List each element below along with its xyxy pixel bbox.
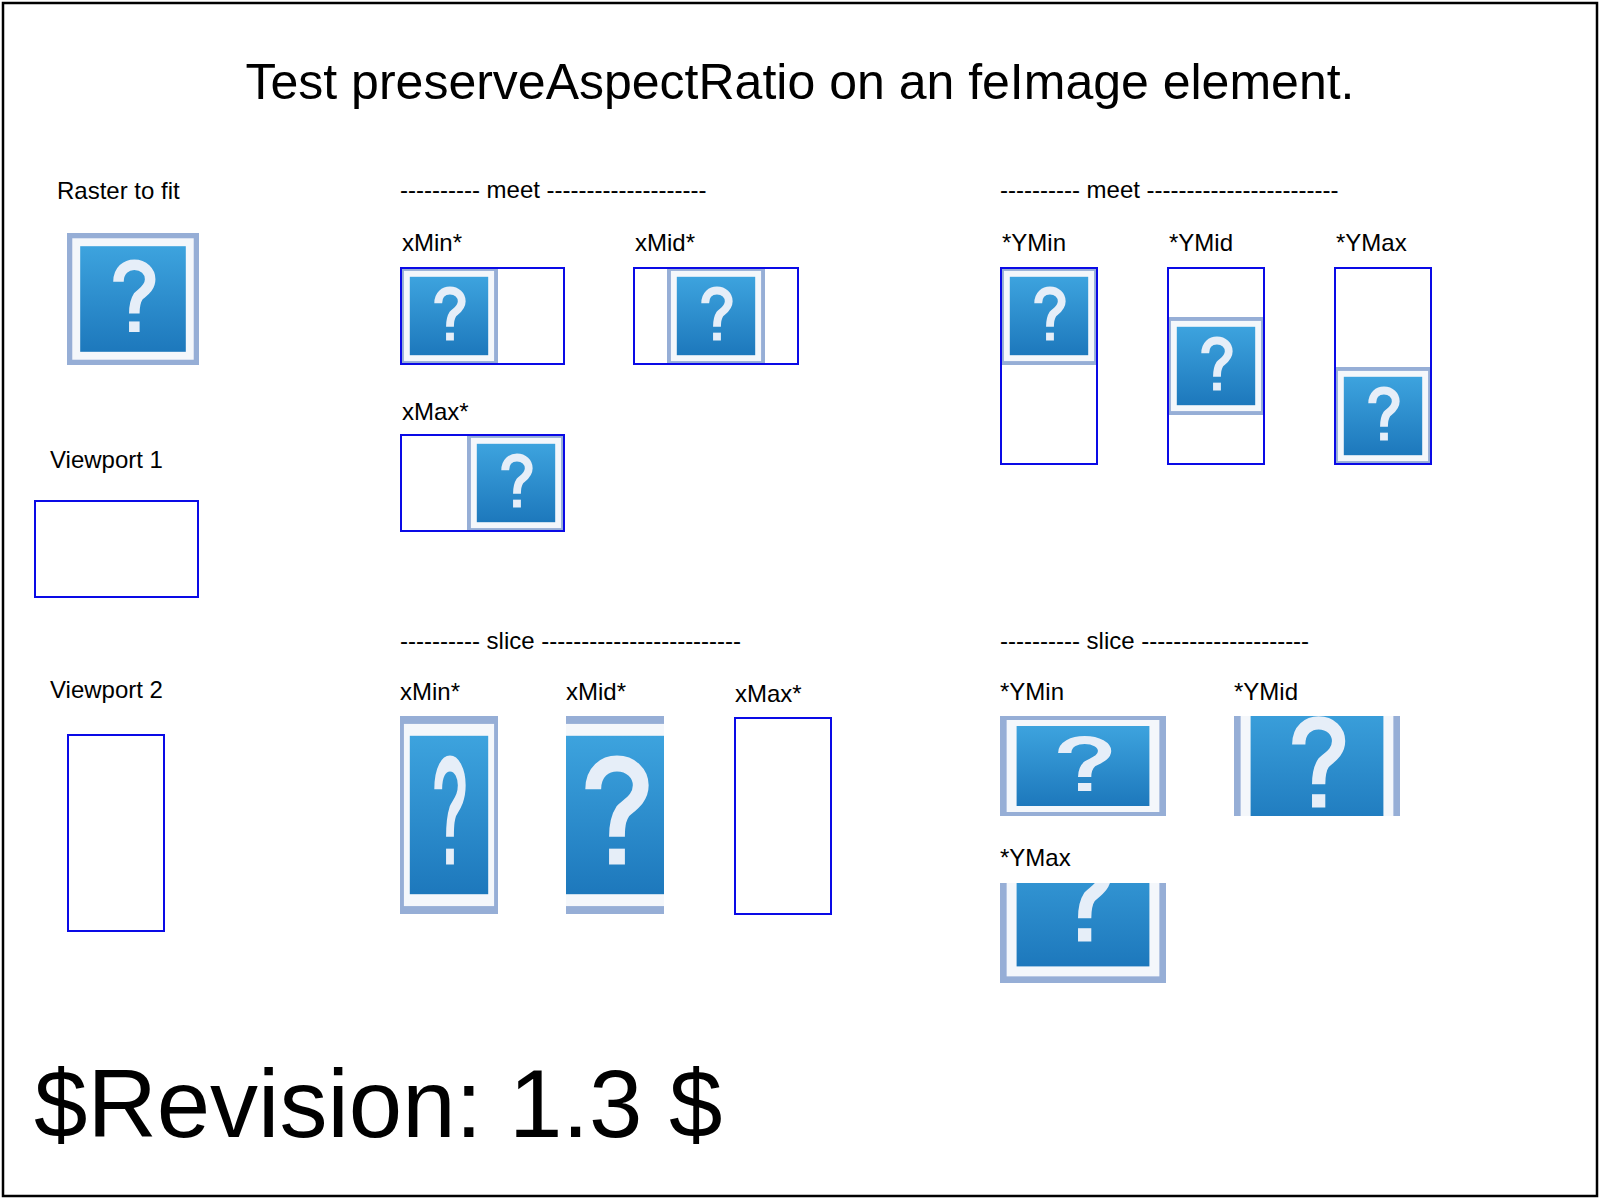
viewport-box: *YMax [1000,883,1166,983]
viewport-label: xMin* [402,231,462,255]
viewport-label: *YMin [1000,680,1064,704]
revision-stamp: $Revision: 1.3 $ [34,1056,722,1152]
raster-icon [1167,317,1265,415]
raster-icon [1334,367,1432,465]
viewport-label: xMid* [635,231,695,255]
viewport-box: xMid* [633,267,799,365]
viewport-label: *YMid [1234,680,1298,704]
raster-icon [1000,716,1166,816]
section-heading: ---------- meet ------------------------ [1000,178,1338,202]
raster-icon [400,267,498,365]
viewport-box: Viewport 1 [34,500,199,598]
viewport-label: Raster to fit [57,179,180,203]
page-title: Test preserveAspectRatio on an feImage e… [0,57,1600,107]
viewport-box: *YMin [1000,267,1098,465]
raster-icon [667,267,765,365]
viewport-label: *YMin [1002,231,1066,255]
viewport-label: xMax* [735,682,802,706]
raster-icon [1000,883,1166,983]
viewport-label: *YMax [1336,231,1407,255]
viewport-box: xMin* [400,716,498,914]
raster-icon [1000,267,1098,365]
viewport-label: Viewport 2 [50,678,163,702]
viewport-label: xMid* [566,680,626,704]
viewport-box: xMin* [400,267,565,365]
section-heading: ---------- slice --------------------- [1000,629,1309,653]
viewport-label: xMin* [400,680,460,704]
raster-icon [566,716,664,914]
raster-icon [1234,716,1400,816]
section-heading: ---------- slice -----------------------… [400,629,741,653]
viewport-label: xMax* [402,400,469,424]
viewport-box: *YMax [1334,267,1432,465]
viewport-box: xMax* [400,434,565,532]
viewport-label: Viewport 1 [50,448,163,472]
page-border [3,3,1597,1196]
viewport-label: *YMax [1000,846,1071,870]
viewport-box: xMid* [566,716,664,914]
viewport-label: *YMid [1169,231,1233,255]
viewport-box: *YMid [1167,267,1265,465]
raster-box: Raster to fit [67,233,199,365]
raster-icon [67,233,199,365]
raster-icon [467,434,565,532]
viewport-box: *YMid [1234,716,1400,816]
section-heading: ---------- meet -------------------- [400,178,706,202]
viewport-box: xMax* [734,717,832,915]
viewport-box: Viewport 2 [67,734,165,932]
raster-icon [400,716,498,914]
viewport-box: *YMin [1000,716,1166,816]
